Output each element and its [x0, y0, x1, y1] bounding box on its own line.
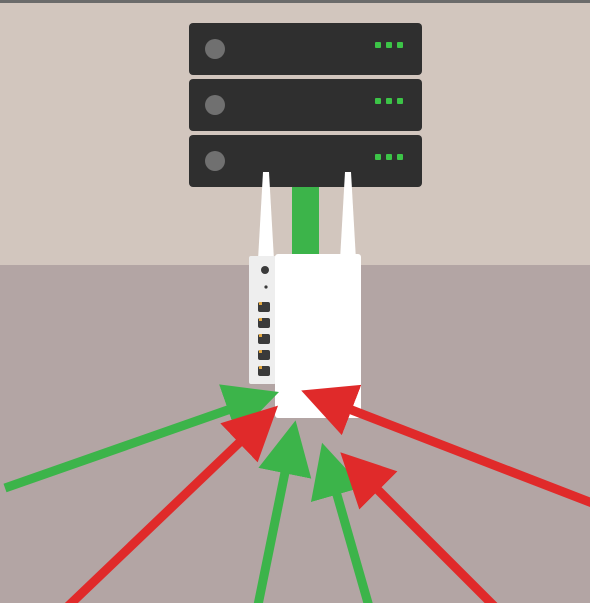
server-rack	[189, 23, 422, 187]
server-power-button-icon	[205, 95, 225, 115]
ethernet-port-accent-icon	[259, 366, 262, 369]
device-indicator-dot-icon	[264, 285, 267, 288]
server-status-led-icon	[375, 98, 381, 104]
ethernet-port-accent-icon	[259, 318, 262, 321]
server-unit	[189, 23, 422, 75]
server-unit	[189, 79, 422, 131]
ethernet-port-accent-icon	[259, 334, 262, 337]
server-power-button-icon	[205, 151, 225, 171]
server-status-led-icon	[397, 98, 403, 104]
server-status-led-icon	[386, 154, 392, 160]
ethernet-port-accent-icon	[259, 302, 262, 305]
server-status-led-icon	[386, 98, 392, 104]
device-front-panel	[275, 254, 361, 418]
server-status-led-icon	[397, 42, 403, 48]
server-status-led-icon	[375, 42, 381, 48]
server-status-led-icon	[386, 42, 392, 48]
server-unit	[189, 135, 422, 187]
server-power-button-icon	[205, 39, 225, 59]
top-edge-line	[0, 0, 590, 3]
ethernet-port-accent-icon	[259, 350, 262, 353]
server-status-led-icon	[375, 154, 381, 160]
device-reset-button-icon	[261, 266, 269, 274]
server-status-led-icon	[397, 154, 403, 160]
